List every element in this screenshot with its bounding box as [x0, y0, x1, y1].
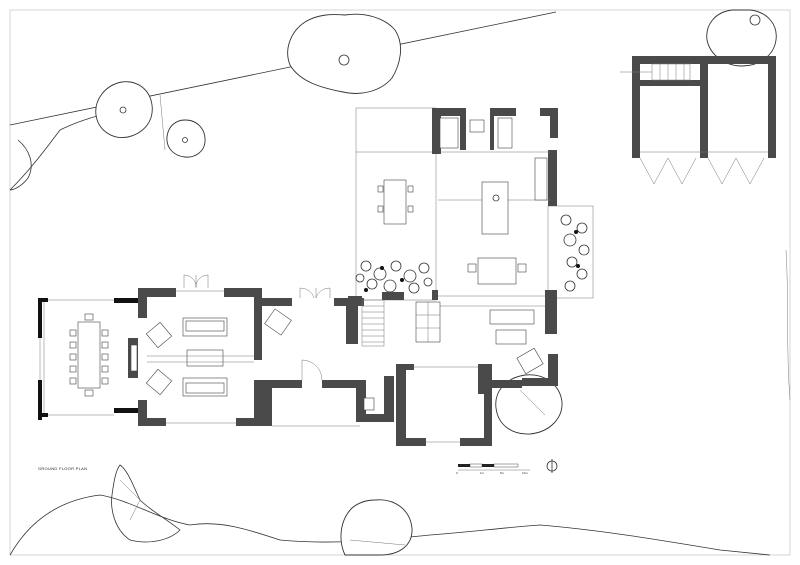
- kitchen-wing: [348, 108, 558, 310]
- drawing-title: GROUND FLOOR PLAN: [38, 466, 88, 471]
- central-hall: [262, 287, 366, 427]
- west-dining-wing: [38, 298, 139, 420]
- shrub: [9, 139, 32, 191]
- rock-outcrop: [111, 464, 181, 543]
- dining-table-icon: [69, 313, 109, 397]
- armchair-icon: [145, 308, 292, 396]
- tree-canopy-icon: [95, 81, 153, 138]
- kitchen-island-icon: [481, 181, 509, 235]
- tree-canopy-icon: [495, 374, 563, 435]
- sheet-border: [9, 9, 791, 556]
- dining-table-icon: [377, 179, 527, 285]
- sofa-icon: [182, 317, 228, 397]
- scale-label-5: 5m: [500, 471, 505, 475]
- tree-canopy-icon: [287, 13, 402, 94]
- north-arrow-icon: [546, 459, 558, 473]
- south-room: [356, 364, 522, 446]
- scale-label-10: 10m: [522, 471, 528, 475]
- stair-icon: [361, 299, 441, 347]
- scale-label-1: 1m: [480, 471, 485, 475]
- living-room: [128, 274, 262, 426]
- tree-canopy-icon: [340, 499, 413, 556]
- scale-bar: 0 1m 5m 10m: [456, 463, 530, 475]
- planting: [355, 214, 590, 294]
- tree-canopy-icon: [166, 119, 206, 158]
- outbuilding: [620, 56, 776, 185]
- scale-label-0: 0: [456, 471, 458, 475]
- tree-canopy-icon: [706, 9, 777, 67]
- hall-lines: [147, 355, 254, 363]
- family-room: [440, 298, 558, 386]
